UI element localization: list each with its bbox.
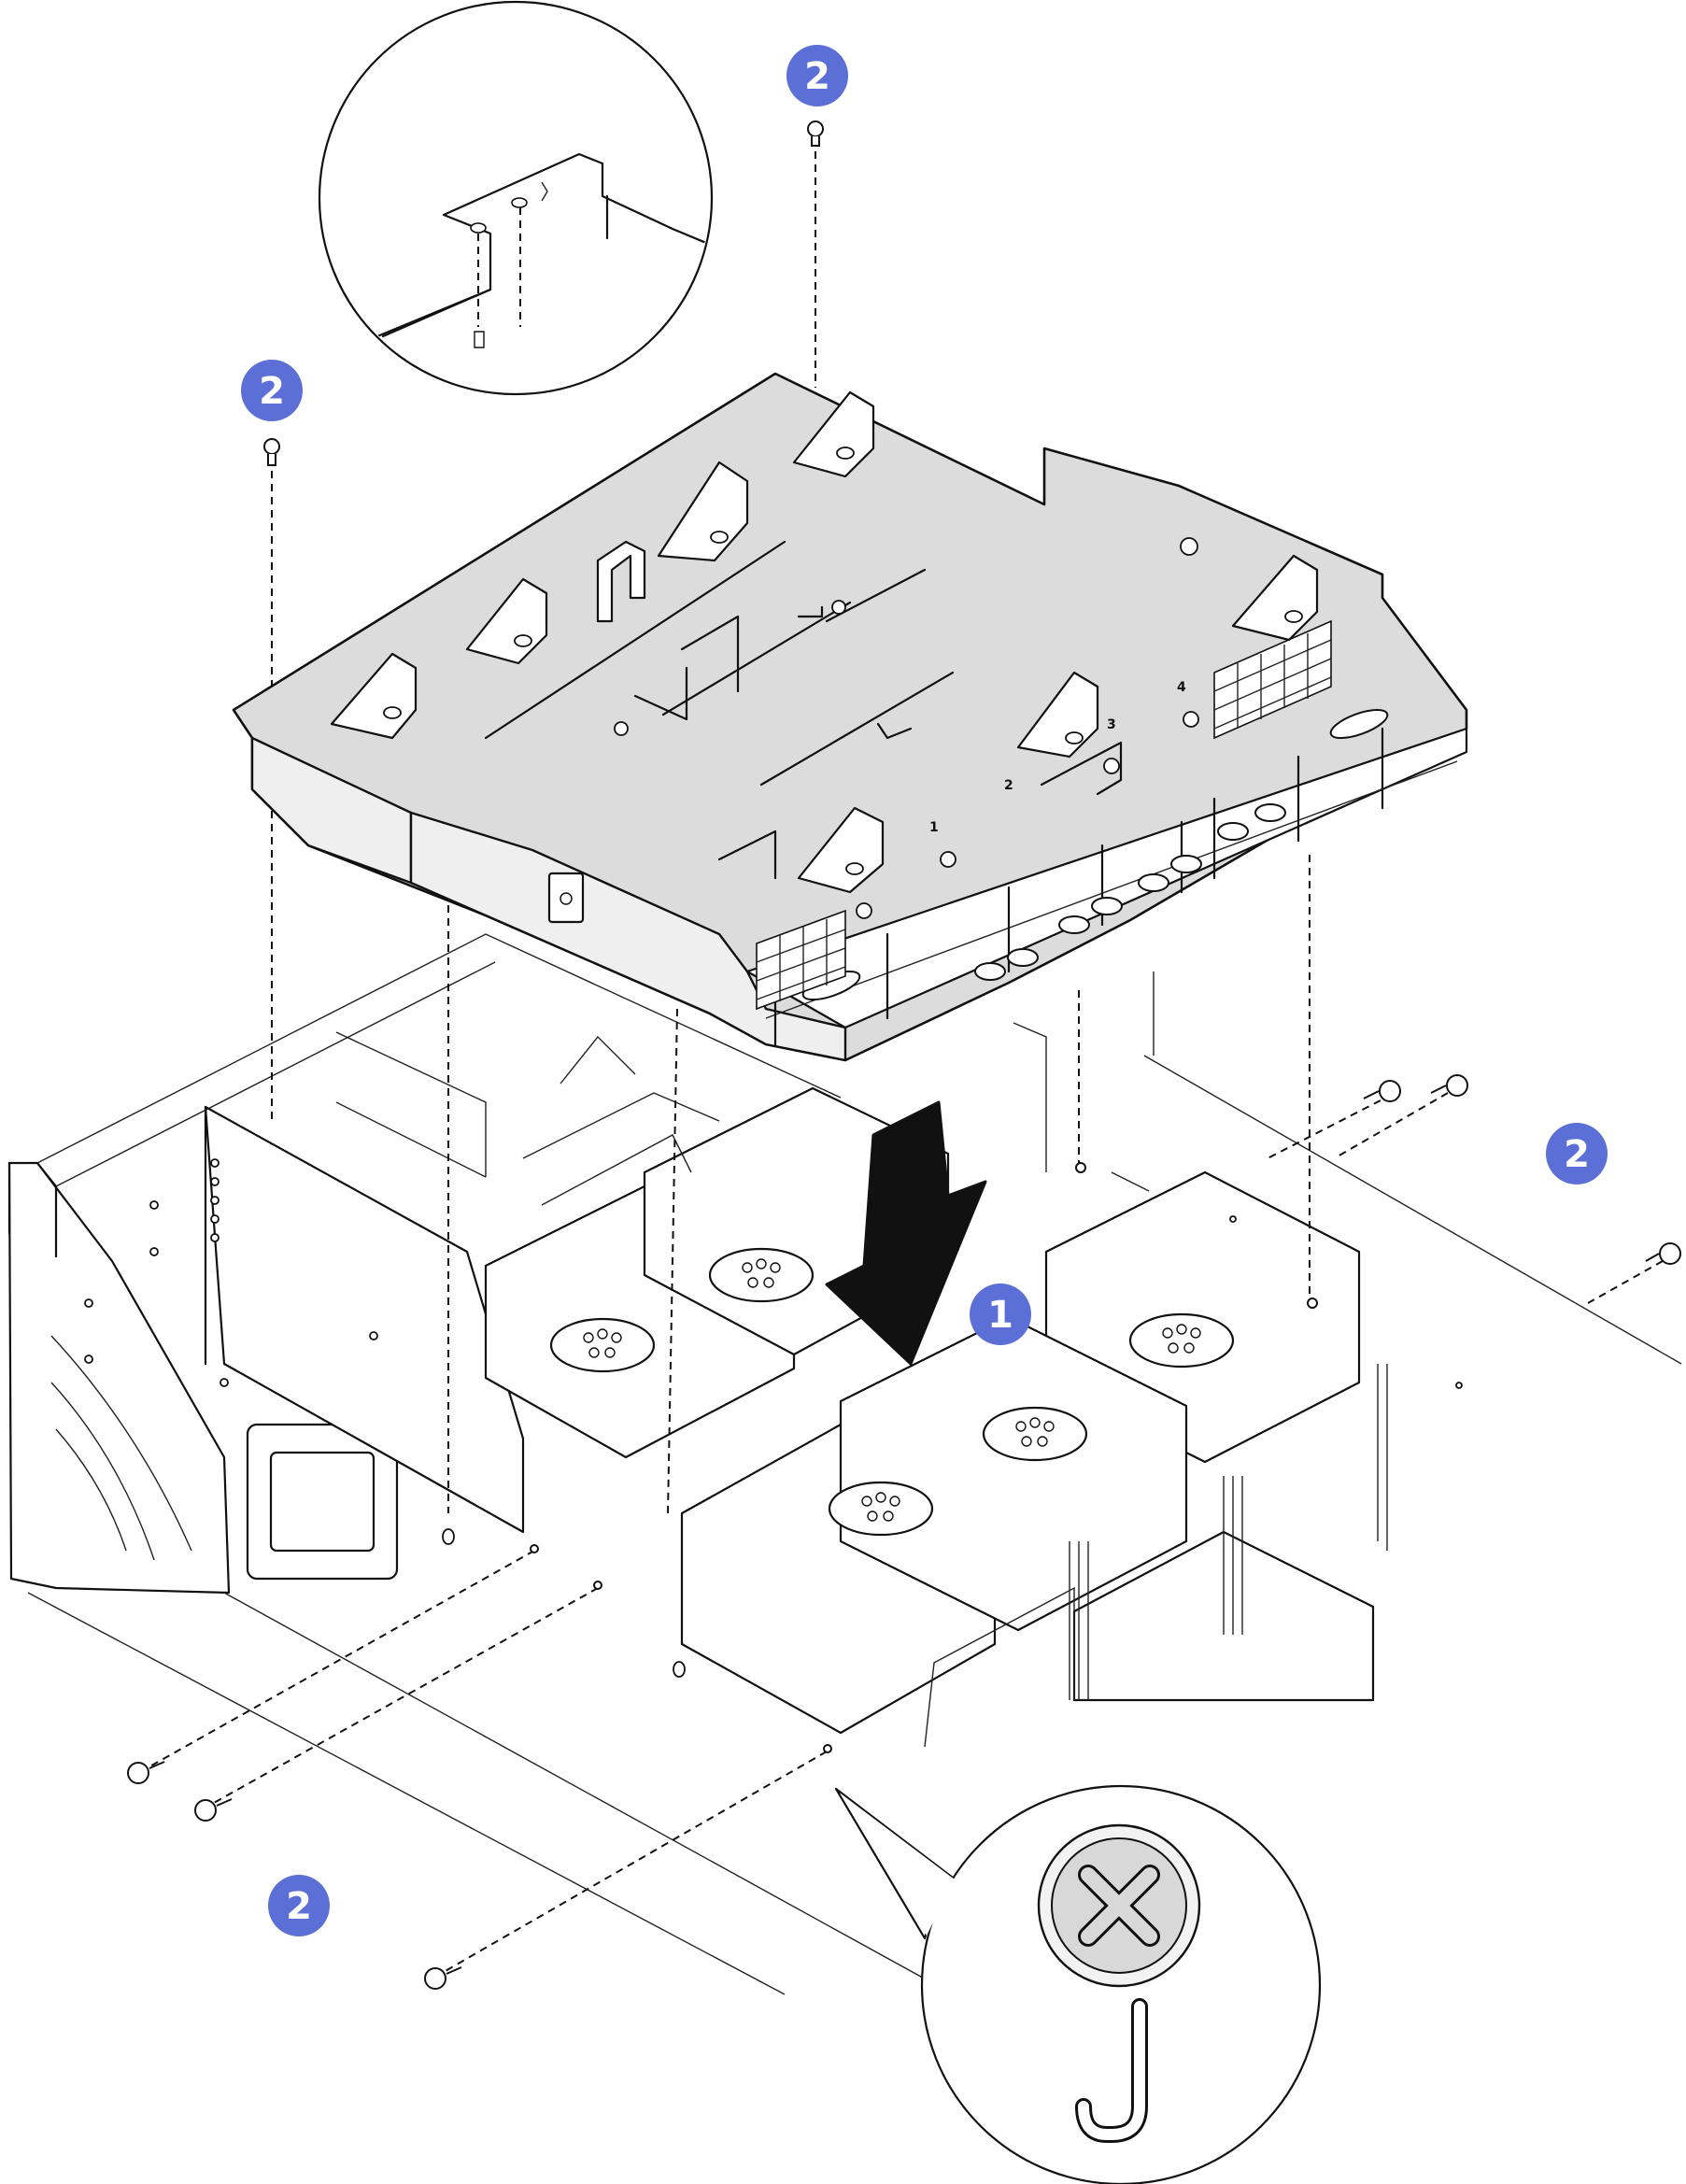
air-baffle-tray: 1 2 3 4	[232, 372, 1468, 1062]
slot-label-1: 1	[929, 820, 939, 835]
callout-number: 2	[1564, 1133, 1590, 1176]
screw-icon	[194, 1798, 233, 1822]
screw-icon	[1645, 1242, 1681, 1265]
callout-step-2-top: 2	[786, 45, 848, 106]
arrow-down-icon	[825, 1100, 987, 1366]
callout-number: 2	[804, 55, 830, 98]
callout-number: 2	[259, 370, 285, 413]
phillips-screw-head-icon	[1037, 1823, 1201, 1988]
vent-grid-left	[756, 909, 846, 1011]
detail-inset-bottom	[834, 1784, 1322, 2184]
callout-step-2-bottom: 2	[268, 1875, 330, 1936]
callout-number: 2	[286, 1885, 312, 1928]
slot-label-3: 3	[1107, 717, 1116, 732]
screw-icon	[263, 438, 280, 466]
chassis	[7, 933, 1682, 2047]
screw-icon	[424, 1966, 462, 1990]
callout-step-1: 1	[970, 1283, 1031, 1345]
slot-label-2: 2	[1004, 778, 1013, 793]
detail-inset-top	[318, 0, 714, 396]
callout-step-2-left: 2	[241, 360, 303, 421]
callout-number: 1	[987, 1294, 1013, 1337]
screw-icon	[127, 1761, 165, 1784]
vent-grid-right	[1213, 619, 1332, 740]
latches	[330, 390, 1319, 919]
screw-icon	[1430, 1074, 1468, 1097]
fan-modules	[484, 1086, 1388, 1748]
screw-icon	[807, 121, 824, 147]
callout-step-2-right: 2	[1546, 1123, 1608, 1184]
screw-icon	[1363, 1080, 1401, 1102]
slot-label-4: 4	[1177, 680, 1186, 695]
slot-labels: 1 2 3 4	[929, 680, 1186, 835]
